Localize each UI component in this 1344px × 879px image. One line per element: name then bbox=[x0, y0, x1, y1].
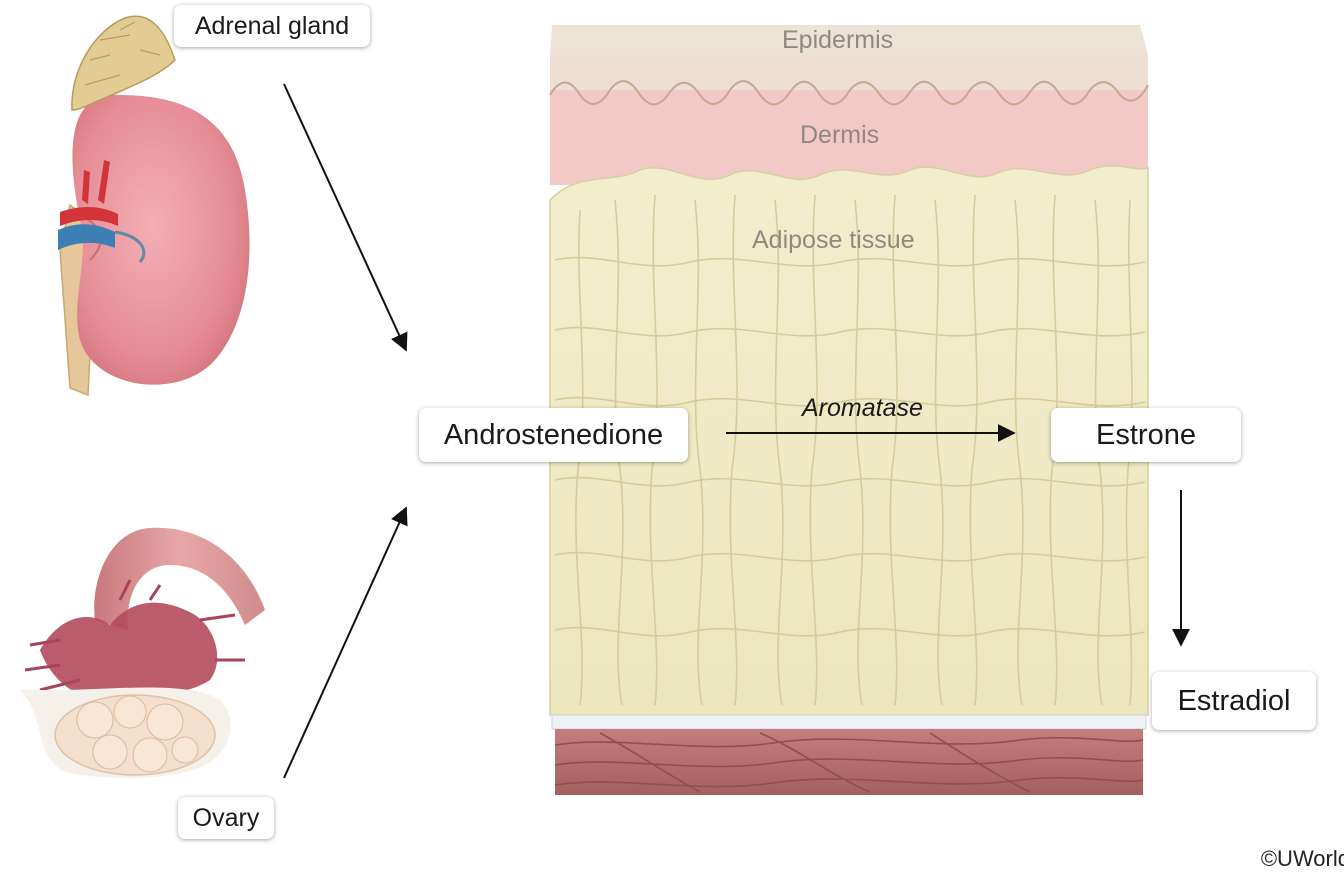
kidney-illustration bbox=[58, 95, 250, 395]
epidermis-label: Epidermis bbox=[782, 26, 893, 55]
estradiol-label: Estradiol bbox=[1152, 672, 1316, 730]
dermis-label: Dermis bbox=[800, 121, 879, 150]
aromatase-enzyme-label: Aromatase bbox=[802, 394, 923, 423]
ovary-label: Ovary bbox=[178, 797, 274, 839]
adipose-tissue-label: Adipose tissue bbox=[752, 226, 915, 255]
copyright-credit: ©UWorld bbox=[1261, 846, 1344, 872]
ovary-illustration bbox=[20, 528, 265, 778]
estrone-label: Estrone bbox=[1051, 408, 1241, 462]
androstenedione-label: Androstenedione bbox=[419, 408, 688, 462]
arrow-adrenal-to-androstenedione bbox=[284, 84, 406, 350]
arrow-ovary-to-androstenedione bbox=[284, 508, 406, 778]
adrenal-gland-label: Adrenal gland bbox=[174, 5, 370, 47]
